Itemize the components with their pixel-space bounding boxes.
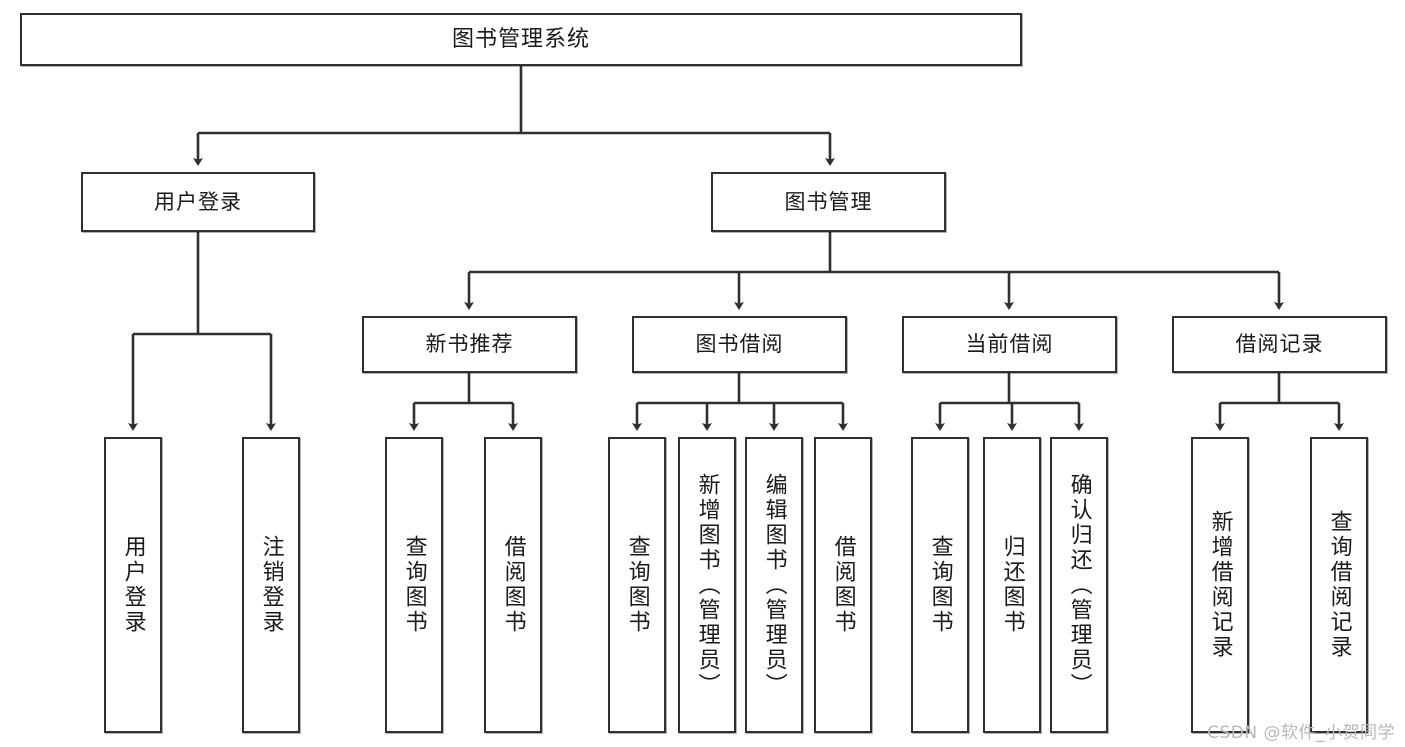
node-label: 借阅图书 <box>830 535 856 635</box>
node-book-borrow[interactable]: 图书借阅 <box>632 316 847 373</box>
node-label: 当前借阅 <box>965 332 1054 357</box>
node-leaf-return-book[interactable]: 归还图书 <box>983 437 1041 733</box>
node-leaf-edit-book[interactable]: 编辑图书（管理员） <box>745 437 803 733</box>
node-leaf-query-book-2[interactable]: 查询图书 <box>608 437 666 733</box>
node-label: 借阅图书 <box>500 535 526 635</box>
node-label: 图书管理 <box>784 189 873 214</box>
node-borrow-record[interactable]: 借阅记录 <box>1172 316 1387 373</box>
node-leaf-borrow-book-2[interactable]: 借阅图书 <box>814 437 872 733</box>
node-leaf-query-borrow-record[interactable]: 查询借阅记录 <box>1310 437 1368 733</box>
node-leaf-add-book[interactable]: 新增图书（管理员） <box>678 437 736 733</box>
node-new-book-recommend[interactable]: 新书推荐 <box>362 316 577 373</box>
node-label: 图书借阅 <box>695 332 784 357</box>
node-label: 编辑图书（管理员） <box>761 472 787 698</box>
node-leaf-borrow-book-1[interactable]: 借阅图书 <box>484 437 542 733</box>
node-label: 新增借阅记录 <box>1207 510 1233 660</box>
node-label: 查询借阅记录 <box>1326 510 1352 660</box>
node-leaf-query-book-3[interactable]: 查询图书 <box>911 437 969 733</box>
node-leaf-user-logout[interactable]: 注销登录 <box>242 437 300 733</box>
node-label: 查询图书 <box>401 535 427 635</box>
node-label: 用户登录 <box>120 535 146 635</box>
node-root-book-management-system[interactable]: 图书管理系统 <box>20 13 1022 66</box>
csdn-watermark: CSDN @软件_小贺同学 <box>1207 723 1395 743</box>
node-label: 新书推荐 <box>425 332 514 357</box>
node-label: 用户登录 <box>154 189 242 214</box>
node-book-manage[interactable]: 图书管理 <box>711 172 946 232</box>
node-leaf-add-borrow-record[interactable]: 新增借阅记录 <box>1191 437 1249 733</box>
node-leaf-confirm-return[interactable]: 确认归还（管理员） <box>1050 437 1108 733</box>
node-label: 注销登录 <box>258 535 284 635</box>
node-user-login[interactable]: 用户登录 <box>81 172 315 232</box>
node-label: 查询图书 <box>927 535 953 635</box>
node-current-borrow[interactable]: 当前借阅 <box>902 316 1117 373</box>
node-leaf-user-login[interactable]: 用户登录 <box>104 437 162 733</box>
node-label: 图书管理系统 <box>451 26 590 52</box>
node-label: 归还图书 <box>999 535 1025 635</box>
node-label: 借阅记录 <box>1235 332 1324 357</box>
node-leaf-query-book-1[interactable]: 查询图书 <box>385 437 443 733</box>
node-label: 查询图书 <box>624 535 650 635</box>
node-label: 确认归还（管理员） <box>1066 472 1092 698</box>
node-label: 新增图书（管理员） <box>694 472 720 698</box>
